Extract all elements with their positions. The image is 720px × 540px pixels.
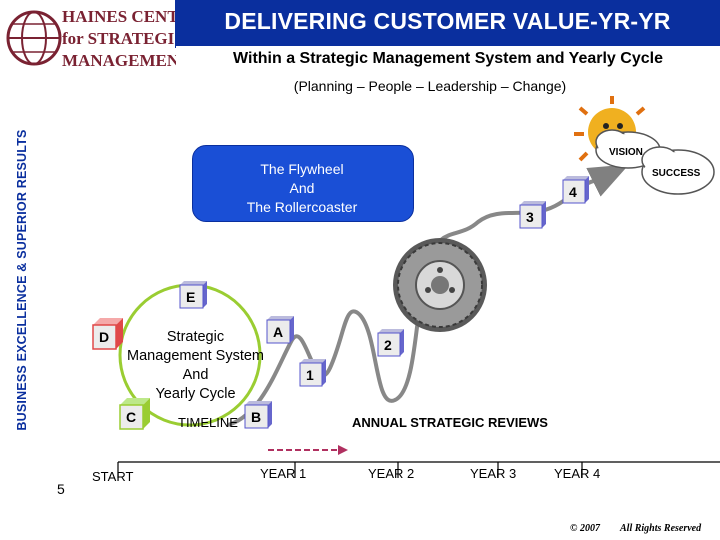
cycle-box-c-label: C <box>126 409 136 425</box>
globe-icon <box>6 10 62 66</box>
marker-3-label: 3 <box>526 209 534 225</box>
timeline-arrow <box>268 445 348 455</box>
timeline-year-4: YEAR 4 <box>554 466 601 481</box>
cycle-box-e: E <box>179 281 207 309</box>
slide-title: DELIVERING CUSTOMER VALUE-YR-YR <box>224 8 671 34</box>
cycle-box-b-label: B <box>251 409 261 425</box>
marker-4-label: 4 <box>569 184 577 200</box>
timeline-start: START <box>92 469 134 484</box>
timeline-label: TIMELINE <box>178 415 238 430</box>
timeline-year-2: YEAR 2 <box>368 466 415 481</box>
cycle-line-4: Yearly Cycle <box>155 386 236 402</box>
cycle-line-1: Strategic <box>166 329 225 345</box>
cycle-box-b: B <box>244 401 272 429</box>
flywheel-rollercoaster-text: The Flywheel And The Rollercoaster <box>192 160 412 217</box>
flywheel-rollercoaster-box <box>192 145 414 222</box>
cycle-box-c: C <box>119 398 150 430</box>
marker-1-label: 1 <box>306 367 314 383</box>
marker-2-label: 2 <box>384 337 392 353</box>
logo-text: HAINES CENTRE for STRATEGIC MANAGEMENT® <box>62 7 204 70</box>
slide-subtitle: Within a Strategic Management System and… <box>233 50 663 67</box>
cycle-box-a: A <box>266 316 294 344</box>
marker-3: 3 <box>519 201 546 229</box>
footer-copyright: © 2007 <box>570 523 600 534</box>
timeline-axis <box>117 461 720 478</box>
cycle-box-d-label: D <box>99 329 109 345</box>
cycle-center-text: Strategic Management System And Yearly C… <box>108 328 283 404</box>
subtitle-background <box>176 46 720 72</box>
vision-label: VISION <box>609 147 643 158</box>
success-label: SUCCESS <box>652 168 701 179</box>
cycle-box-d: D <box>92 318 123 350</box>
flywheel-icon <box>393 238 487 332</box>
timeline-year-1: YEAR 1 <box>260 466 307 481</box>
cycle-line-2: Management System <box>126 348 264 364</box>
timeline-year-3: YEAR 3 <box>470 466 517 481</box>
marker-1: 1 <box>299 359 326 387</box>
page-number: 5 <box>57 481 65 497</box>
success-cloud-icon <box>641 146 715 195</box>
cycle-box-e-label: E <box>186 289 195 305</box>
flywheel-line-3: The Rollercoaster <box>246 199 358 215</box>
cycle-line-3: And <box>182 367 209 383</box>
cycle-box-a-label: A <box>273 324 283 340</box>
haines-centre-logo <box>0 0 185 75</box>
marker-2: 2 <box>377 329 404 357</box>
rollercoaster-path <box>227 164 630 427</box>
title-bar <box>175 0 720 48</box>
tagline: (Planning – People – Leadership – Change… <box>293 78 567 94</box>
marker-4: 4 <box>562 176 589 204</box>
flywheel-line-2: And <box>289 180 315 196</box>
annual-reviews-label: ANNUAL STRATEGIC REVIEWS <box>352 415 548 430</box>
flywheel-line-1: The Flywheel <box>260 161 344 177</box>
footer-rights: All Rights Reserved <box>620 523 702 534</box>
